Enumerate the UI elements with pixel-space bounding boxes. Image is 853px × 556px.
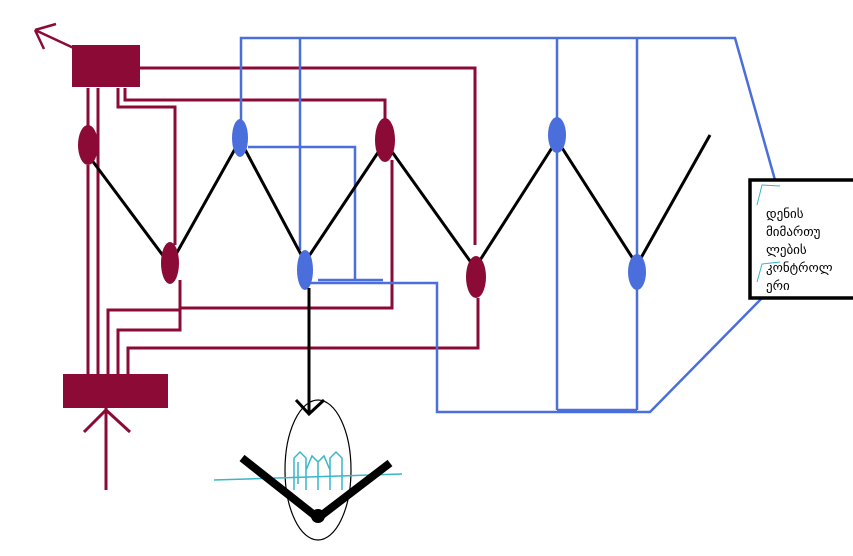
maroon-wiring bbox=[33, 22, 480, 490]
controller-label-line-4: კონტროლ bbox=[766, 261, 833, 276]
maroon-node bbox=[78, 125, 98, 165]
maroon-node bbox=[161, 242, 179, 284]
blue-node bbox=[628, 254, 646, 290]
controller-label-line-3: ლების bbox=[766, 243, 807, 258]
blue-node bbox=[232, 119, 248, 157]
zigzag-winding bbox=[86, 134, 712, 271]
nodes bbox=[78, 117, 646, 298]
blue-node bbox=[297, 250, 313, 290]
blue-node bbox=[548, 117, 566, 153]
blue-wiring bbox=[239, 36, 777, 414]
controller-label-line-1: დენის bbox=[766, 207, 804, 222]
controller-box: დენის მიმართუ ლების კონტროლ ერი bbox=[748, 178, 853, 300]
top-terminal-box bbox=[72, 45, 140, 87]
output-arrow bbox=[294, 288, 326, 417]
bottom-terminal-box bbox=[63, 374, 168, 408]
maroon-node bbox=[375, 118, 395, 162]
controller-label-line-5: ერი bbox=[766, 279, 790, 294]
motor-symbol bbox=[213, 399, 403, 541]
maroon-node bbox=[466, 256, 486, 298]
controller-label-line-2: მიმართუ bbox=[766, 225, 821, 240]
